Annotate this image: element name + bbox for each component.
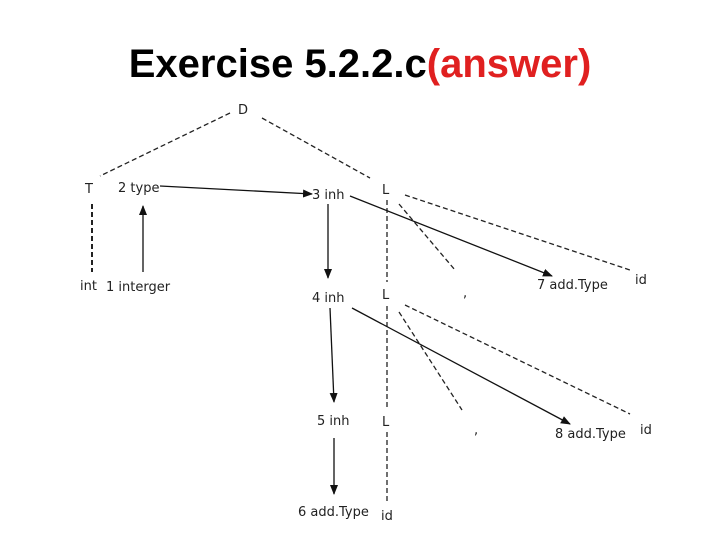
node-D: D [238,103,248,118]
node-id-1: id [635,273,647,288]
node-L-3: L [382,415,390,430]
node-L-1: L [382,183,390,198]
title-main: Exercise 5.2.2.c [128,42,427,86]
edge-L-comma1 [398,203,456,271]
node-addtype-6: 6 add.Type [298,505,369,520]
node-T: T [84,182,93,197]
title-accent: (answer) [426,42,592,86]
node-id-2: id [640,423,652,438]
node-interger-1: 1 interger [106,280,171,295]
node-addtype-7: 7 add.Type [537,278,608,293]
arrow-inh4-to-inh5 [329,307,338,403]
node-int: int [80,279,97,294]
node-type-2: 2 type [118,181,159,196]
node-comma-1: , [463,286,467,301]
arrow-inh4-to-addtype8 [351,307,571,425]
edge-L2-id2 [404,304,631,415]
node-inh-3: 3 inh [312,188,345,203]
slide-title: Exercise 5.2.2.c(answer) [0,42,720,87]
node-comma-2: , [474,423,478,438]
node-inh-4: 4 inh [312,291,345,306]
edge-D-T [99,112,231,177]
node-inh-5: 5 inh [317,414,350,429]
arrow-inh3-to-addtype7 [349,195,553,277]
edge-L-id1 [404,194,631,271]
node-L-2: L [382,288,390,303]
edge-D-L [261,117,371,179]
node-addtype-8: 8 add.Type [555,427,626,442]
arrow-type-to-inh3 [159,185,313,198]
edge-L2-comma2 [398,311,463,411]
node-id-3: id [381,509,393,524]
